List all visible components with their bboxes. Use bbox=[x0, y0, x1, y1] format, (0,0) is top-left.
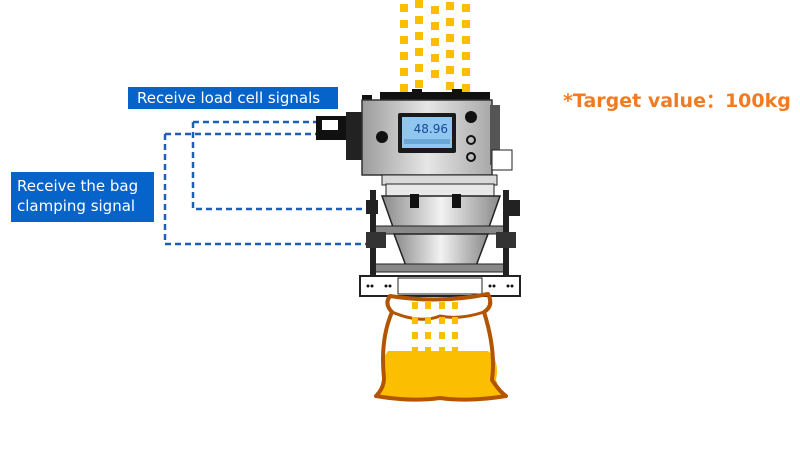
bag-clamp-label-line1: Receive the bag bbox=[17, 177, 139, 195]
bag-clamp-signal-label: Receive the bag clamping signal bbox=[11, 172, 154, 222]
grain-particle bbox=[425, 302, 431, 309]
grain-particle bbox=[462, 36, 470, 44]
grain-particle bbox=[415, 48, 423, 56]
grain-particle bbox=[431, 70, 439, 78]
grain-particle bbox=[446, 50, 454, 58]
grain-particle bbox=[452, 347, 458, 354]
grain-particle bbox=[412, 332, 418, 339]
grain-particle bbox=[439, 347, 445, 354]
grain-particle bbox=[412, 317, 418, 324]
grain-particle bbox=[425, 347, 431, 354]
grain-particle bbox=[431, 22, 439, 30]
display-reading: 48.96 bbox=[414, 122, 448, 136]
grain-particle bbox=[400, 4, 408, 12]
grain-particle bbox=[462, 84, 470, 92]
load-cell-signal-label: Receive load cell signals bbox=[128, 87, 338, 109]
grain-particle bbox=[415, 0, 423, 8]
grain-particle bbox=[431, 38, 439, 46]
grain-particle bbox=[415, 64, 423, 72]
bag-clamp-label-line2: clamping signal bbox=[17, 197, 136, 215]
grain-particle bbox=[400, 52, 408, 60]
grain-particle bbox=[462, 52, 470, 60]
load-cell-signal-line bbox=[191, 120, 395, 211]
grain-particle bbox=[439, 332, 445, 339]
grain-particle bbox=[452, 332, 458, 339]
load-cell-connector bbox=[316, 112, 362, 160]
grain-particle bbox=[431, 54, 439, 62]
grain-particle bbox=[446, 82, 454, 90]
target-value-text: *Target value：100kg bbox=[563, 90, 791, 112]
grain-particle bbox=[439, 302, 445, 309]
control-box: 48.96 bbox=[361, 89, 513, 176]
grain-stream-top bbox=[400, 0, 470, 92]
grain-particle bbox=[400, 20, 408, 28]
grain-particle bbox=[446, 66, 454, 74]
grain-particle bbox=[415, 80, 423, 88]
grain-particle bbox=[452, 317, 458, 324]
grain-particle bbox=[400, 36, 408, 44]
grain-particle bbox=[462, 20, 470, 28]
grain-particle bbox=[446, 18, 454, 26]
grain-particle bbox=[446, 34, 454, 42]
grain-particle bbox=[415, 16, 423, 24]
grain-particle bbox=[400, 84, 408, 92]
grain-particle bbox=[412, 347, 418, 354]
grain-particle bbox=[425, 332, 431, 339]
bag bbox=[374, 292, 508, 402]
hopper bbox=[359, 174, 521, 297]
grain-particle bbox=[446, 2, 454, 10]
grain-particle bbox=[462, 4, 470, 12]
grain-particle bbox=[425, 317, 431, 324]
grain-particle bbox=[439, 317, 445, 324]
grain-particle bbox=[452, 302, 458, 309]
grain-particle bbox=[415, 32, 423, 40]
grain-particle bbox=[462, 68, 470, 76]
grain-particle bbox=[431, 6, 439, 14]
grain-particle bbox=[412, 302, 418, 309]
grain-particle bbox=[400, 68, 408, 76]
